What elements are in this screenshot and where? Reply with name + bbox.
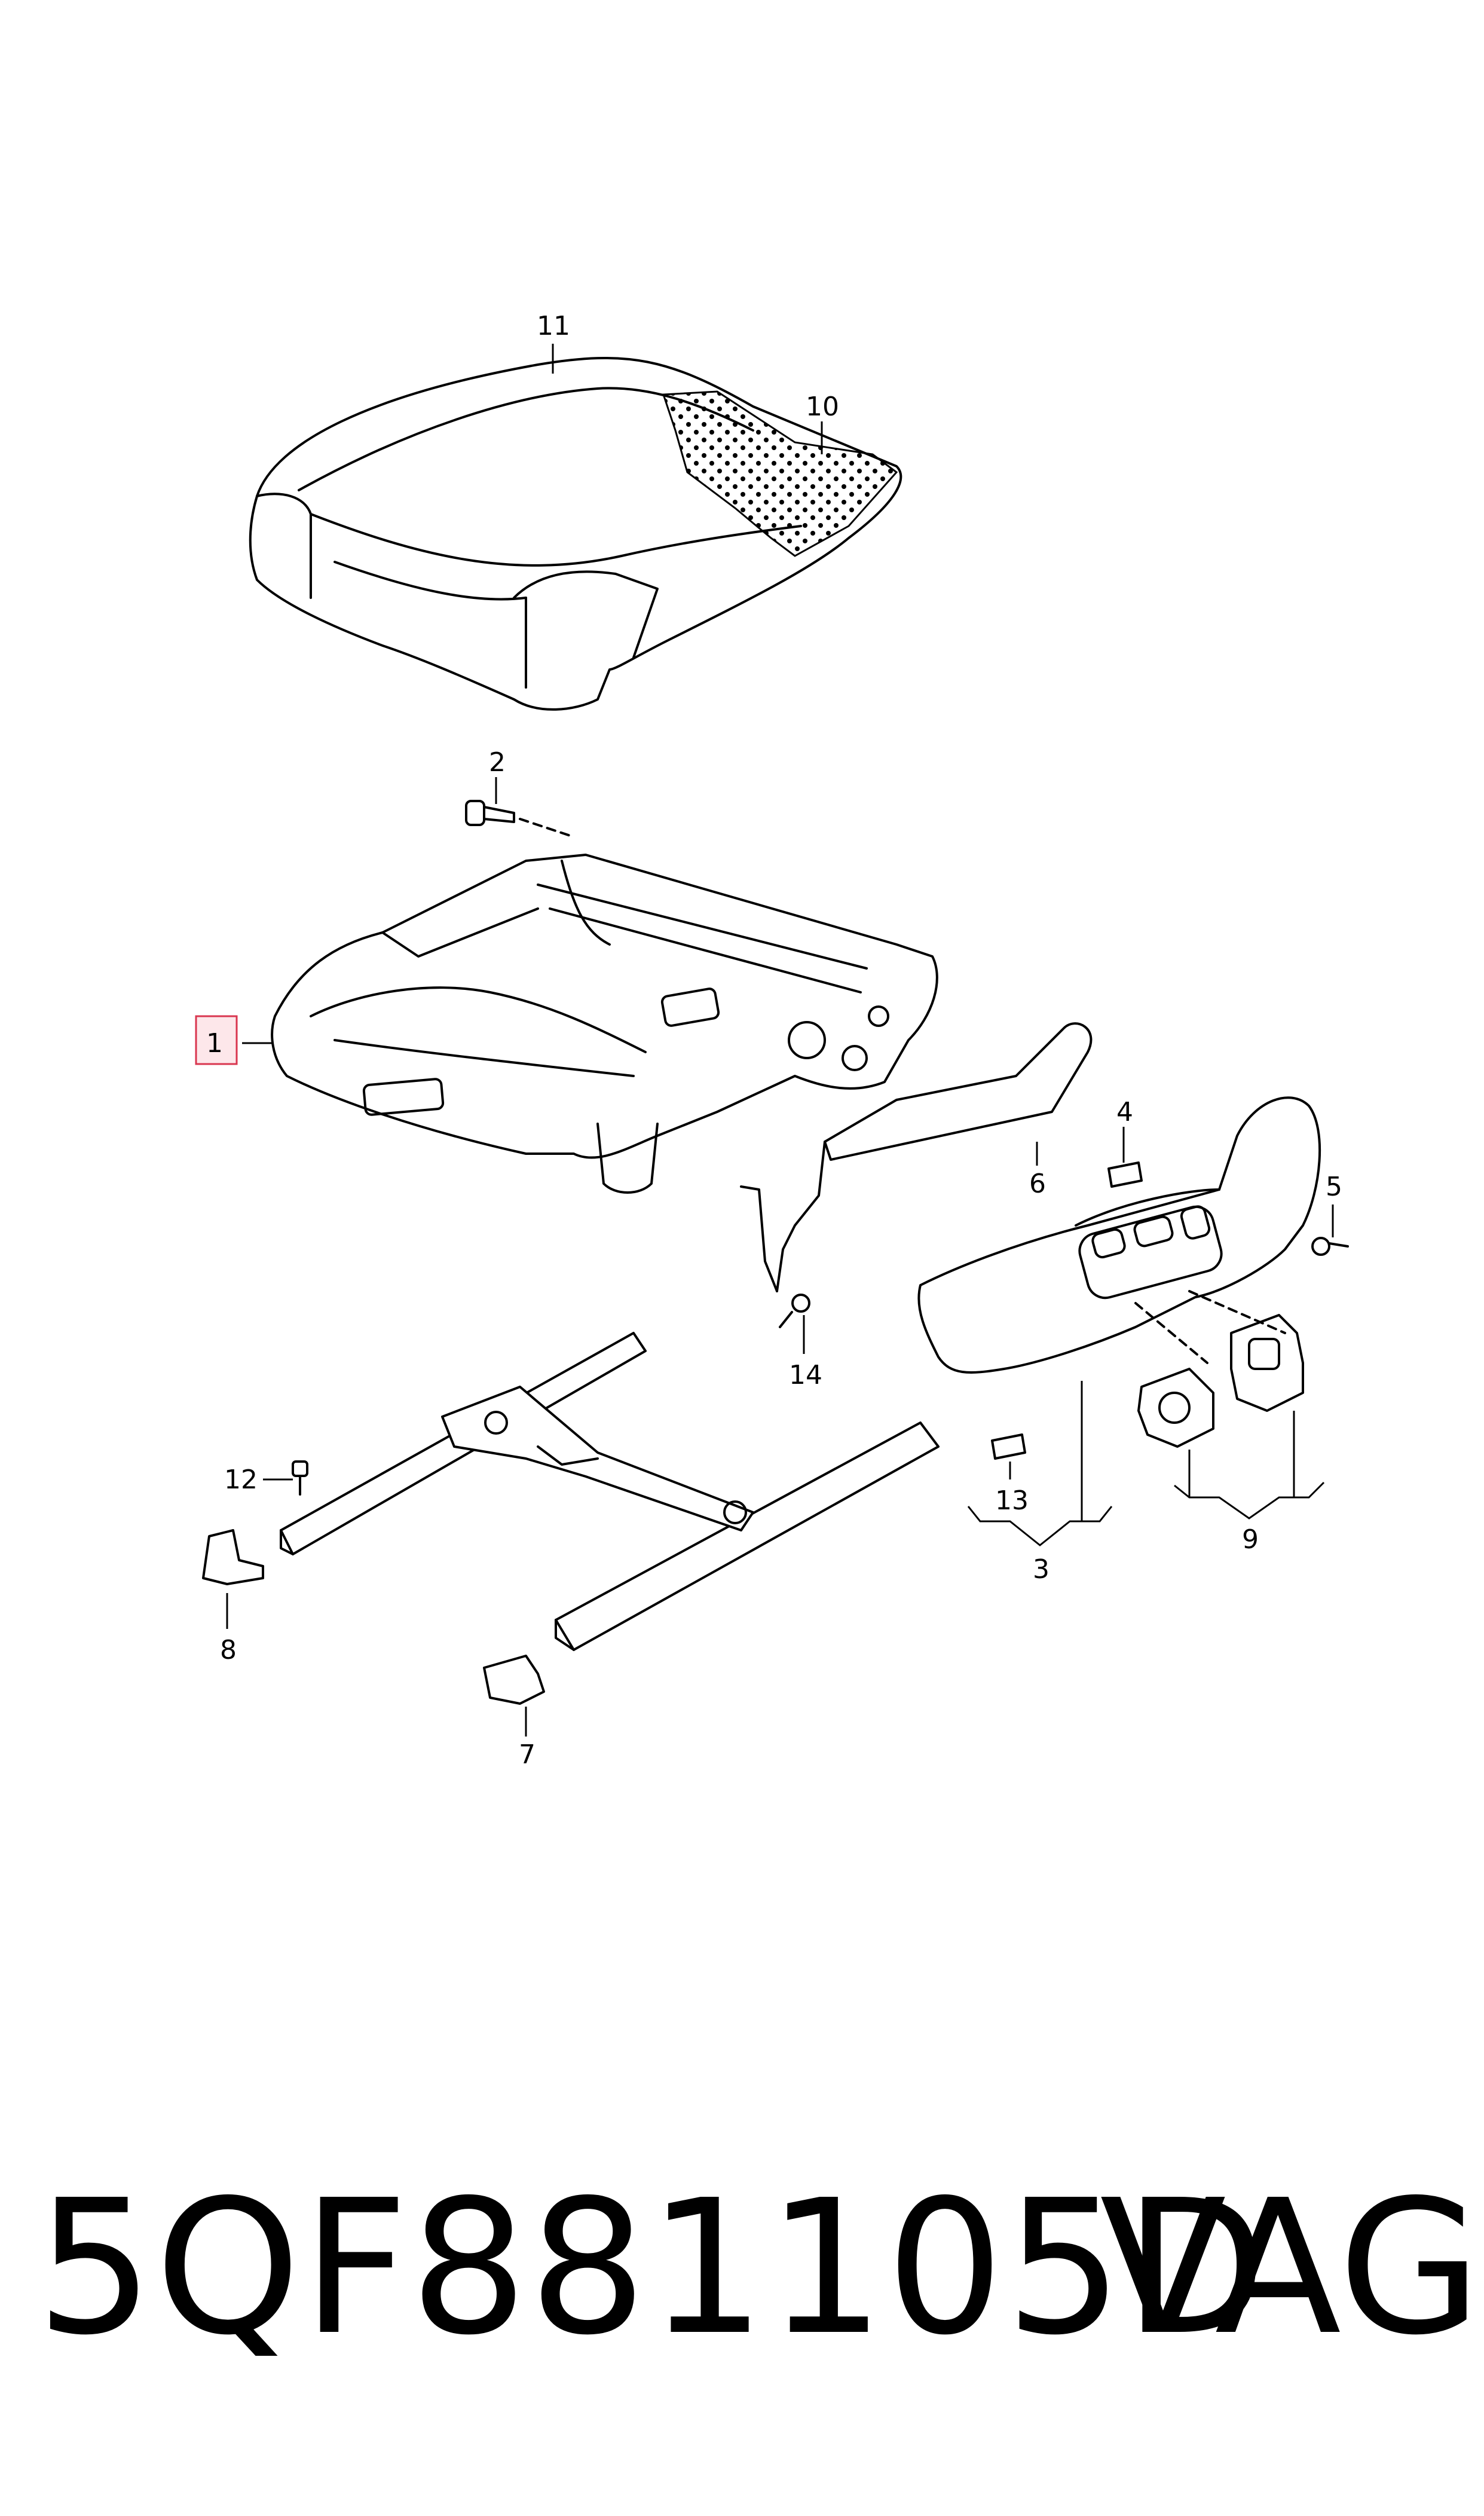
callout-9: 9 [1242, 1524, 1259, 1555]
cover-7 [483, 1655, 545, 1705]
callout-11: 11 [537, 311, 570, 341]
callout-12: 12 [224, 1465, 258, 1495]
callout-1: 1 [206, 1028, 223, 1059]
callout-8: 8 [220, 1635, 237, 1665]
callout-3: 3 [1033, 1554, 1049, 1585]
seat-cushion-cover [249, 356, 902, 711]
callout-10: 10 [806, 392, 839, 422]
callout-5: 5 [1326, 1172, 1342, 1202]
callout-1-highlight [195, 1015, 238, 1065]
brand-text: VAG [1100, 2160, 1482, 2376]
callout-14: 14 [789, 1360, 822, 1390]
callout-13: 13 [995, 1485, 1029, 1516]
bracket-8 [202, 1529, 264, 1585]
clip-4 [1107, 1161, 1143, 1188]
callout-6: 6 [1029, 1169, 1046, 1199]
bolt-2 [465, 800, 575, 838]
callout-2: 2 [489, 747, 506, 778]
clip-13 [991, 1433, 1026, 1460]
side-trim-panel [917, 1096, 1321, 1374]
callout-4: 4 [1116, 1097, 1133, 1127]
callout-labels: 11 10 2 1 6 4 5 14 12 13 3 9 8 7 [206, 311, 1342, 1770]
bolt-12 [292, 1460, 308, 1496]
switch-9 [1134, 1290, 1304, 1448]
callout-7: 7 [519, 1740, 536, 1770]
seat-rails [280, 1332, 940, 1651]
part-number-text: 5QF881105D [36, 2160, 1268, 2376]
screw-5 [1311, 1237, 1349, 1256]
cable-bracket-6 [740, 1022, 1093, 1292]
seat-frame [271, 854, 938, 1194]
exploded-parts-diagram: 11 10 2 1 6 4 5 14 12 13 3 9 8 7 [195, 311, 1349, 1770]
bolt-14 [779, 1294, 810, 1328]
leader-lines [226, 344, 1334, 1737]
